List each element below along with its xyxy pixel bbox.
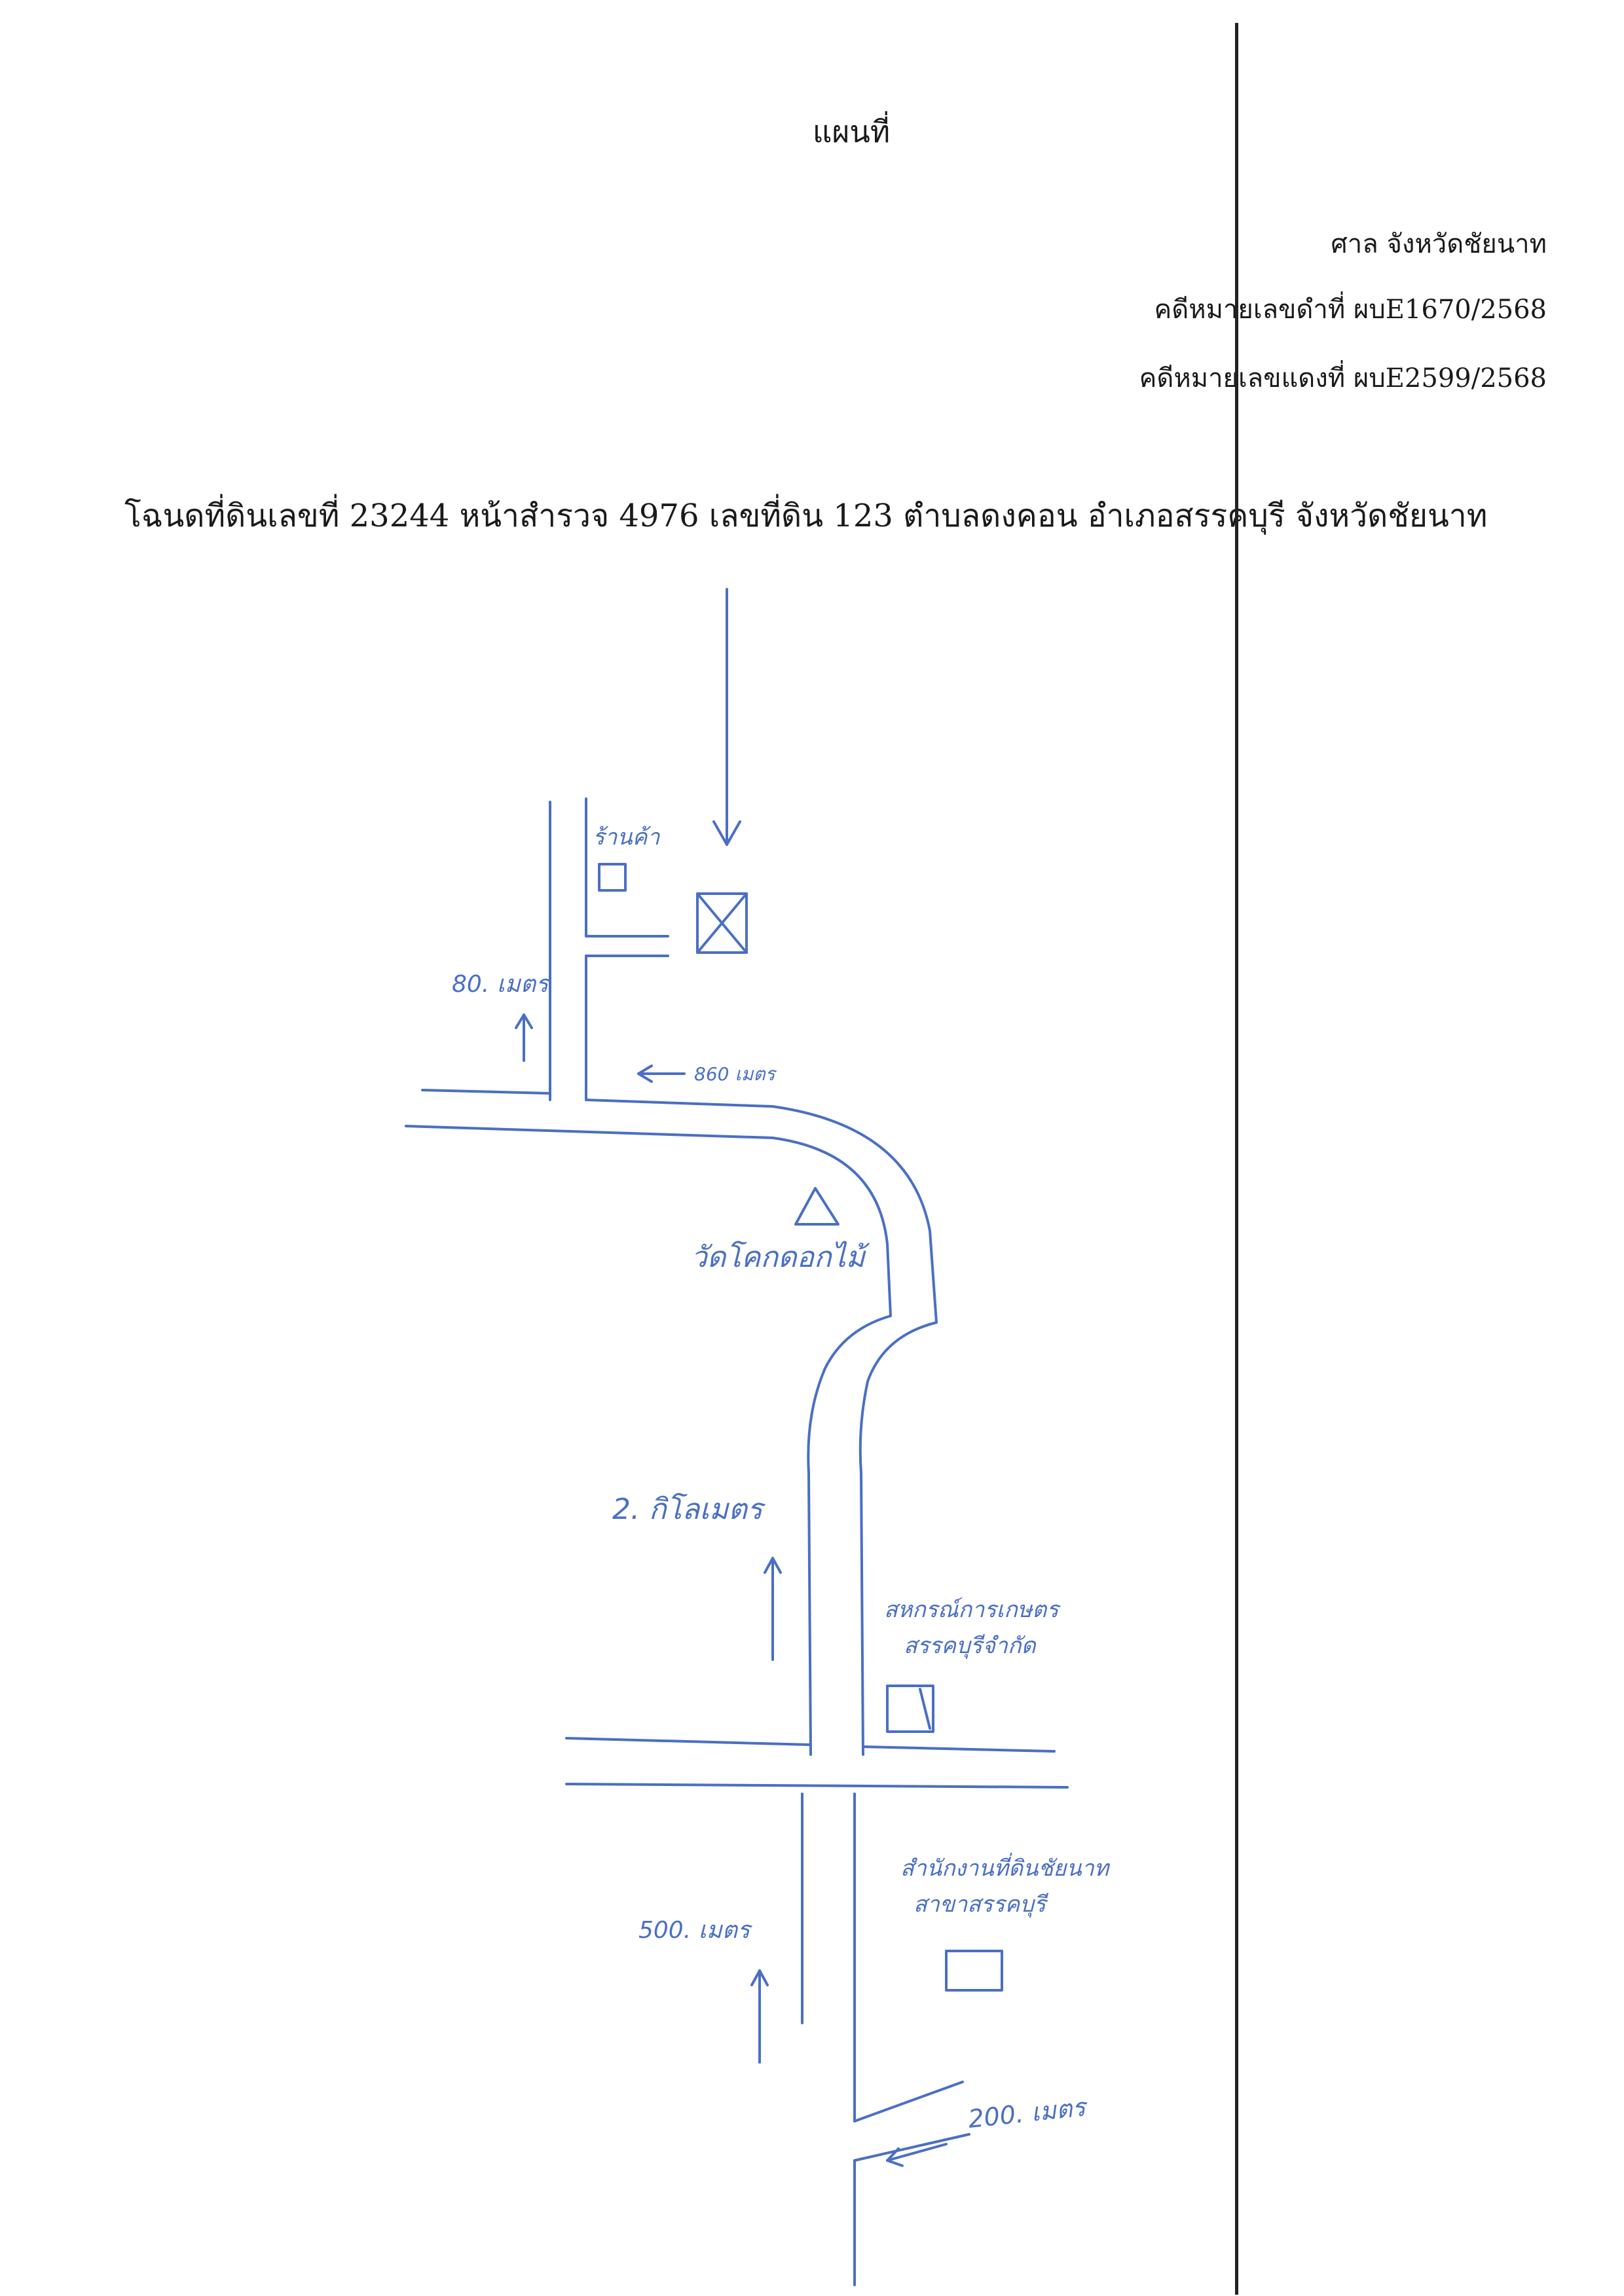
label-temple: วัดโคกดอกไม้ — [691, 1241, 870, 1274]
label-860m: 860 เมตร — [694, 1063, 777, 1085]
label-land-office-line1: สำนักงานที่ดินชัยนาท — [900, 1853, 1111, 1882]
vertical-margin-line — [1235, 23, 1238, 2295]
label-2km: 2. กิโลเมตร — [612, 1493, 766, 1526]
road-north — [549, 797, 669, 1101]
label-coop-line1: สหกรณ์การเกษตร — [884, 1597, 1061, 1623]
shop-marker — [598, 863, 627, 892]
page-title: แผนที่ — [812, 114, 891, 149]
label-shop: ร้านค้า — [593, 824, 660, 850]
north-down-arrow — [712, 588, 741, 846]
arrow-left-860m — [637, 1065, 686, 1083]
court-name: ศาล จังหวัดชัยนาท — [1331, 229, 1547, 259]
arrow-up-500m — [750, 1969, 769, 2064]
coop-marker — [886, 1685, 934, 1733]
deed-description: โฉนดที่ดินเลขที่ 23244 หน้าสำรวจ 4976 เล… — [124, 498, 1488, 534]
arrow-up-2km — [764, 1557, 782, 1661]
target-land-marker — [696, 892, 748, 954]
label-500m: 500. เมตร — [638, 1917, 753, 1944]
road-main-curve — [405, 1089, 938, 1756]
label-80m: 80. เมตร — [452, 971, 551, 998]
land-office-marker — [945, 1950, 1003, 1992]
road-cross — [565, 1737, 1069, 2286]
label-land-office-line2: สาขาสรรคบุรี — [913, 1891, 1049, 1918]
arrow-left-200m — [886, 2143, 948, 2167]
label-coop-line2: สรรคบุรีจำกัด — [904, 1633, 1037, 1659]
black-case-number: คดีหมายเลขดำที่ ผบE1670/2568 — [1154, 295, 1547, 325]
temple-triangle-icon — [794, 1187, 840, 1226]
arrow-up-80m — [515, 1013, 533, 1062]
red-case-number: คดีหมายเลขแดงที่ ผบE2599/2568 — [1139, 363, 1547, 393]
label-200m: 200. เมตร — [967, 2092, 1090, 2134]
